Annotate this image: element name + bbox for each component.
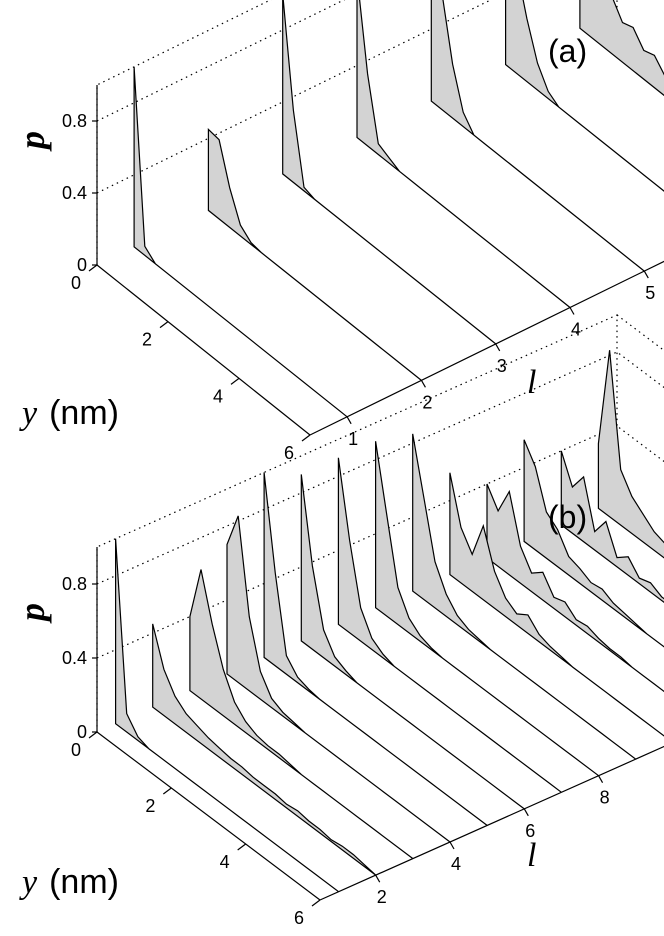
series-curve [189,569,414,860]
x-tick-mark [569,307,575,315]
x-tick-label: 5 [645,283,655,303]
z-tick-label: 0 [77,255,87,275]
y-tick-label: 2 [142,330,152,350]
z-tick-label: 0.4 [62,183,87,203]
box-top-edge [616,314,664,352]
grid-line-z [96,0,346,122]
x-tick-label: 2 [377,887,387,907]
x-tick-mark [420,380,426,388]
series-curve [412,433,637,760]
y-tick-mark [301,434,311,442]
series-curves [114,350,664,893]
z-tick-label: 0.8 [62,574,87,594]
x-tick-label: 4 [571,320,581,340]
series-curve [579,0,664,97]
series-curve [523,439,664,648]
series-curve [505,0,664,192]
y-axis-label-unit: (nm) [49,394,119,432]
series-curve [560,450,664,604]
y-tick-mark [88,264,98,272]
y-tick-mark [237,843,247,851]
series-curve [207,127,422,381]
z-tick-label: 0 [77,722,87,742]
series-curve [263,472,488,826]
series-curve [356,0,571,308]
y-axis-line [96,731,321,901]
x-tick-mark [346,416,352,425]
series-curve [486,483,664,693]
series-curve [449,472,664,737]
y-tick-mark [159,321,169,329]
bounding-box [96,0,618,265]
x-tick-mark [598,775,604,784]
series-curve [282,0,497,345]
y-axis-label-symbol: y [19,864,38,901]
y-axis-line [96,264,311,436]
y-tick-label: 0 [71,740,81,760]
series-curve [597,350,664,559]
axes [96,85,664,436]
x-tick-label: 2 [422,392,432,412]
panel-a: 00.40.802461234567 (a) p y (nm) l [12,0,664,463]
series-curve [152,623,377,876]
y-tick-mark [162,787,172,795]
y-tick-label: 0 [71,273,81,293]
y-axis-label-symbol: y [19,395,38,432]
y-tick-label: 4 [213,386,223,406]
x-tick-label: 6 [525,821,535,841]
x-tick-mark [449,841,455,850]
y-axis-label-unit: (nm) [49,863,119,901]
y-tick-mark [311,899,321,907]
x-tick-label: 4 [451,854,461,874]
x-tick-mark [643,270,649,279]
z-tick-label: 0.8 [62,111,87,131]
x-axis-label: l [527,364,536,401]
y-axis-label: y (nm) [19,863,119,901]
tick-labels: 00.40.802462468101214 [62,574,610,928]
y-tick-mark [88,731,98,739]
x-axis-label: l [527,837,536,874]
y-axis-label: y (nm) [19,394,119,432]
x-axis-line [319,745,664,901]
panel-b: 00.40.802462468101214 (b) p y (nm) l [12,314,664,928]
series-curve [430,0,645,272]
z-axis-label: p [12,603,52,624]
series-curve [300,474,525,810]
series-curves [133,0,664,418]
y-tick-mark [230,377,240,385]
y-tick-label: 4 [220,852,230,872]
series-curve [133,66,348,418]
y-tick-label: 2 [145,796,155,816]
y-tick-label: 6 [284,443,294,463]
panel-label: (a) [548,33,587,69]
tick-labels: 00.40.802461234567 [62,111,655,463]
x-tick-mark [495,343,501,352]
x-tick-label: 8 [600,788,610,808]
z-tick-label: 0.4 [62,648,87,668]
x-tick-mark [523,808,529,817]
series-curve [114,538,339,893]
grid-line-z [96,0,492,194]
x-tick-mark [375,874,381,883]
x-tick-label: 1 [348,429,358,449]
panel-label: (b) [548,499,587,535]
series-curve [375,441,599,777]
series-curve [337,457,562,793]
series-curve [226,515,451,843]
axes [96,547,664,901]
y-tick-label: 6 [294,908,304,928]
z-axis-label: p [12,131,52,152]
